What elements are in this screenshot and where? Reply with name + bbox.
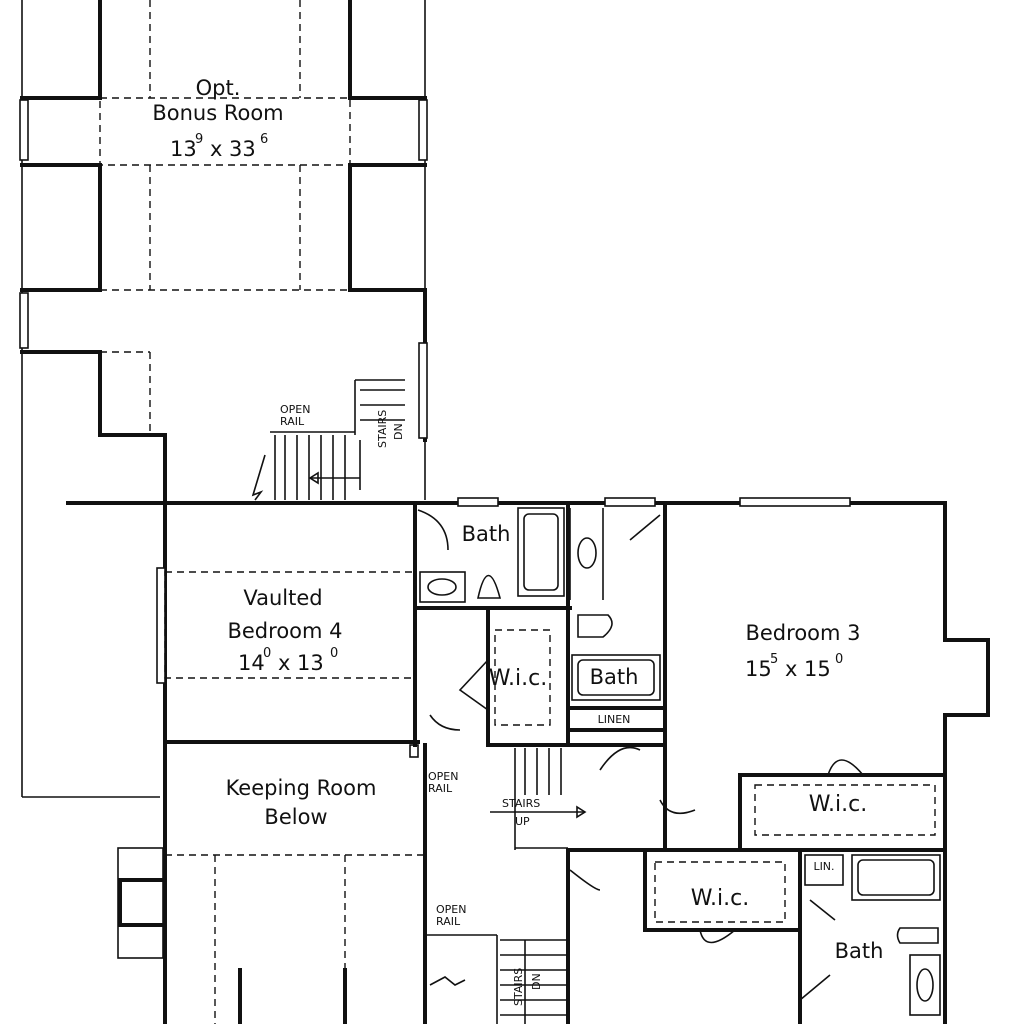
open-rail-bot-line1: OPEN: [436, 903, 466, 916]
linen-label: LINEN: [598, 713, 631, 726]
bonus-dimension-w: 13: [170, 137, 197, 161]
open-rail-bot-line2: RAIL: [436, 915, 461, 928]
bedroom4-dimension-d: 13: [297, 651, 324, 675]
bedroom4-label-line2: Bedroom 4: [227, 619, 342, 643]
stairs-top-label: STAIRS: [376, 410, 389, 448]
keeping-room-label-line1: Keeping Room: [226, 776, 377, 800]
bedroom3-dimension-w: 15: [745, 657, 772, 681]
bedroom3-label: Bedroom 3: [745, 621, 860, 645]
open-rail-top-line1: OPEN: [280, 403, 310, 416]
bedroom4-dimension-w-sup: 0: [263, 646, 271, 661]
bedroom4-dimension-x: x: [278, 651, 290, 675]
bonus-dimension-d: 33: [229, 137, 256, 161]
stair-notes: OPEN RAIL STAIRS DN OPEN RAIL STAIRS UP …: [280, 403, 543, 1006]
stairs-bot-label: STAIRS: [512, 968, 525, 1006]
bonus-room-walls: [19, 0, 428, 505]
bedroom4-dimension-w: 14: [238, 651, 265, 675]
bedroom4-label-line1: Vaulted: [243, 586, 322, 610]
bonus-label-line1: Opt.: [196, 76, 241, 100]
bottom-stairs: [427, 869, 601, 1024]
bath-top-label: Bath: [462, 522, 511, 546]
top-stairs: [251, 389, 405, 501]
bedroom4-dimension-d-sup: 0: [330, 646, 338, 661]
bonus-dimension-x: x: [210, 137, 222, 161]
keeping-room-dash: [165, 854, 425, 1024]
bedroom3-dimension-d: 15: [804, 657, 831, 681]
bedroom3-dimension-d-sup: 0: [835, 652, 843, 667]
wic-a-label: W.i.c.: [489, 666, 547, 691]
room-labels: Opt. Bonus Room 13 9 x 33 6 Vaulted Bedr…: [152, 76, 883, 963]
open-rail-mid-line2: RAIL: [428, 782, 453, 795]
bedroom3-dimension-x: x: [785, 657, 797, 681]
lin-label: LIN.: [813, 860, 834, 873]
keeping-room-label-line2: Below: [264, 805, 327, 829]
stairs-up-line1: STAIRS: [502, 797, 540, 810]
bedroom3-dimension-w-sup: 5: [770, 652, 778, 667]
dn-top-label: DN: [392, 423, 405, 440]
open-rail-top-line2: RAIL: [280, 415, 305, 428]
bonus-dimension-w-sup: 9: [195, 132, 203, 147]
wic-c-label: W.i.c.: [691, 886, 749, 911]
dn-bot-label: DN: [530, 973, 543, 990]
bonus-label-line2: Bonus Room: [152, 101, 283, 125]
bath-bottom-label: Bath: [835, 939, 884, 963]
wic-b-label: W.i.c.: [809, 792, 867, 817]
stairs-up-line2: UP: [515, 815, 530, 828]
mid-stairs: [409, 714, 696, 850]
bonus-dimension-d-sup: 6: [260, 132, 268, 147]
bath-mid-label: Bath: [590, 665, 639, 689]
open-rail-mid-line1: OPEN: [428, 770, 458, 783]
main-walls: [21, 501, 990, 1024]
